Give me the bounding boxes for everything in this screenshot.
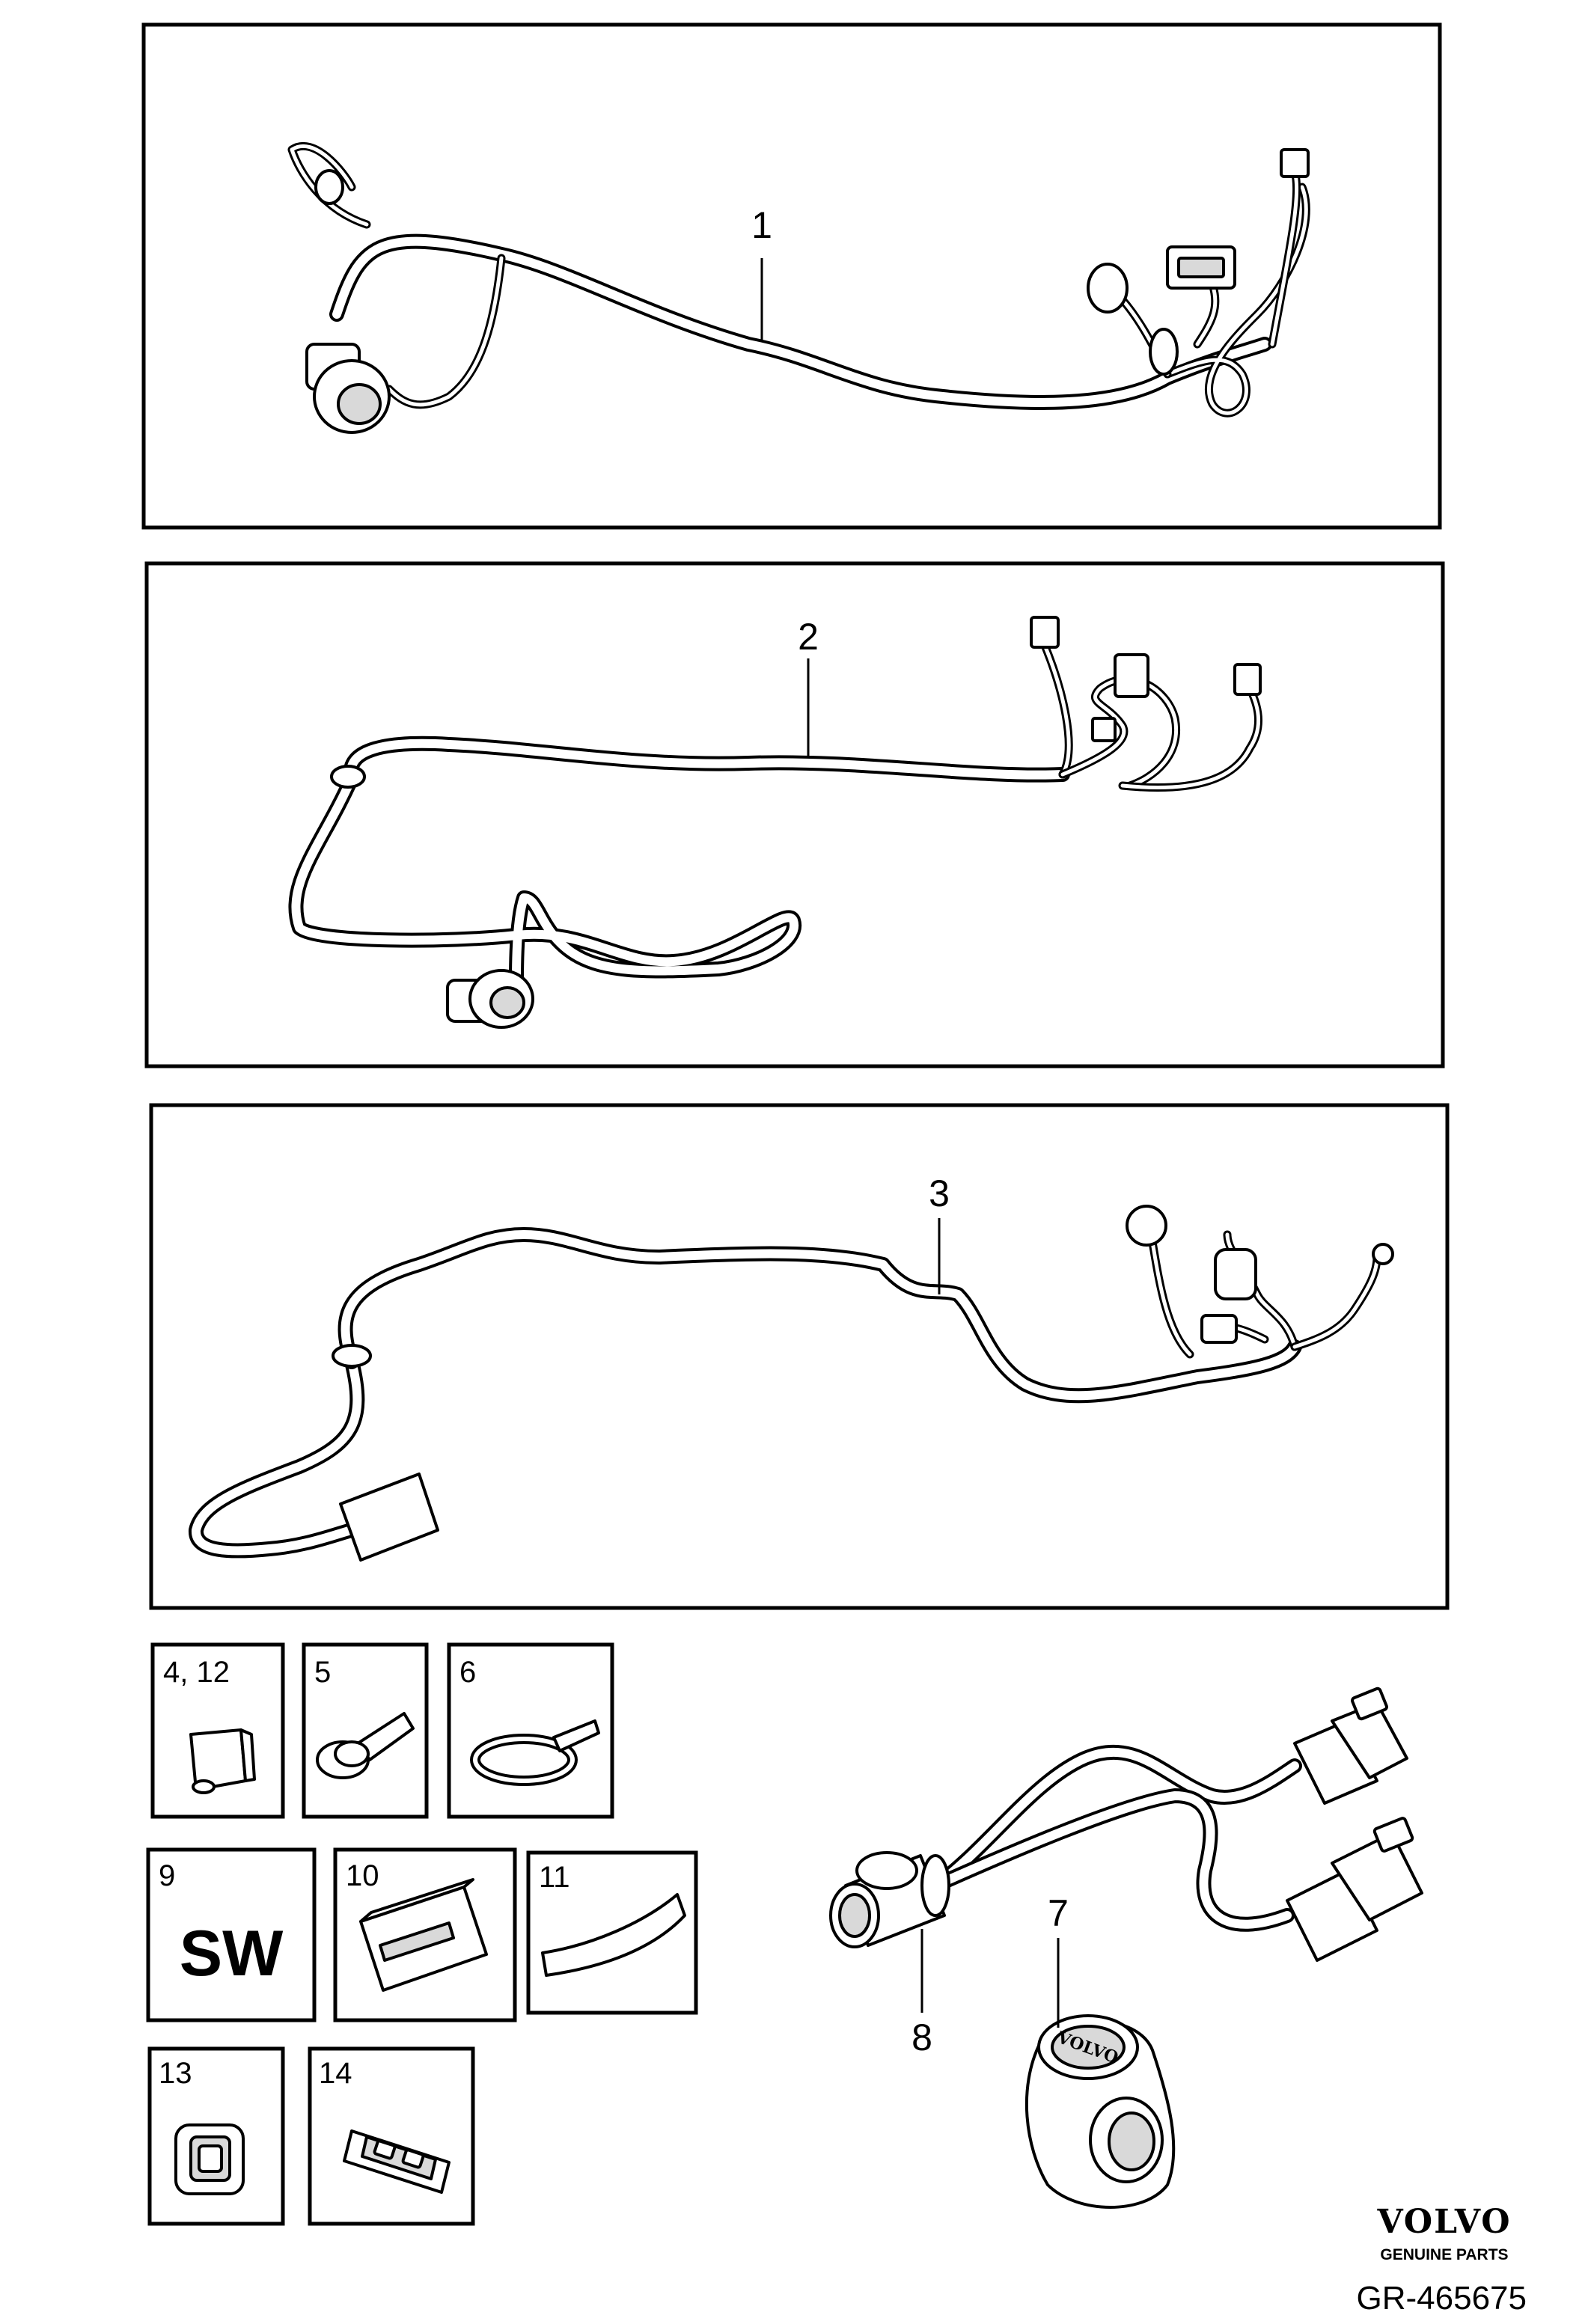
part-frame-13 (147, 2046, 285, 2226)
panel-frame-2 (144, 561, 1445, 1068)
part-frame-5 (302, 1642, 429, 1819)
control-module-part (359, 1878, 488, 1992)
volvo-logo: VOLVO GENUINE PARTS (1376, 2203, 1511, 2263)
rectangular-connector-1 (1166, 245, 1236, 290)
callout-4-12: 4, 12 (163, 1656, 230, 1689)
socket-connector-b (1286, 1817, 1423, 1962)
part-frame-6 (447, 1642, 614, 1819)
plug-connector-2d (1233, 663, 1262, 696)
callout-11: 11 (539, 1861, 570, 1894)
adapter-cable-8: 8 (829, 1687, 1423, 2058)
socket-connector-a (1293, 1687, 1408, 1805)
switch-part-13 (174, 2123, 245, 2195)
part-frame-14 (308, 2046, 475, 2226)
trailer-socket-connector-1 (305, 343, 391, 434)
plug-connector-3b (1372, 1243, 1394, 1265)
plug-connector-2a (1030, 616, 1060, 649)
callout-1: 1 (751, 204, 772, 246)
callout-14: 14 (319, 2057, 352, 2090)
callout-8: 8 (911, 2016, 932, 2058)
drawing-number: GR-465675 (1357, 2280, 1527, 2317)
part-frame-11 (526, 1850, 698, 2015)
round-plug-connector (829, 1851, 950, 1948)
part-box-13: 13 (147, 2046, 285, 2226)
trailer-socket-connector-2 (446, 969, 534, 1029)
logo-brand: VOLVO (1376, 2203, 1511, 2241)
clip-cap-part (189, 1728, 256, 1794)
part-box-5: 5 (302, 1642, 429, 1819)
panel-harness-1: 1 (141, 22, 1442, 530)
connector-block-3 (339, 1473, 439, 1562)
callout-7: 7 (1048, 1892, 1069, 1934)
callout-9: 9 (159, 1859, 175, 1892)
part-box-14: 14 (308, 2046, 475, 2226)
part-box-10: 10 (333, 1847, 517, 2022)
trailer-socket-7: VOLVO 7 (1024, 1892, 1176, 2209)
panel-frame-3 (149, 1103, 1450, 1610)
harness-1 (287, 141, 1310, 434)
callout-5: 5 (314, 1656, 331, 1689)
part-box-6: 6 (447, 1642, 614, 1819)
part-frame-9 (146, 1847, 317, 2022)
callout-6: 6 (459, 1656, 476, 1689)
grommet-2 (330, 765, 366, 789)
grommet-clip-1 (314, 169, 344, 205)
panel-harness-2: 2 (144, 561, 1445, 1068)
round-connector-3 (1126, 1205, 1167, 1247)
callout-3: 3 (929, 1172, 950, 1214)
part-box-4-12: 4, 12 (150, 1642, 285, 1819)
logo-tagline: GENUINE PARTS (1380, 2246, 1508, 2263)
plug-connector-1 (1280, 148, 1310, 178)
plug-connector-2b (1114, 653, 1149, 698)
switch-panel-part-14 (343, 2129, 451, 2194)
grommet-3 (332, 1344, 372, 1368)
callout-13: 13 (159, 2057, 192, 2090)
adhesive-strip-part (541, 1893, 686, 1977)
plug-connector-2c (1091, 717, 1117, 742)
software-label: SW (180, 1918, 284, 1990)
part-box-11: 11 (526, 1850, 698, 2015)
harness-3 (189, 1205, 1394, 1562)
screw-part (316, 1712, 415, 1779)
part-box-9: 9 SW (146, 1847, 317, 2022)
part-frame-4-12 (150, 1642, 285, 1819)
callout-10: 10 (346, 1859, 379, 1892)
panel-frame-1 (141, 22, 1442, 530)
cable-tie-part (470, 1719, 600, 1786)
callout-2: 2 (798, 616, 819, 658)
part-frame-10 (333, 1847, 517, 2022)
grommet-1 (1149, 328, 1179, 376)
harness-2 (288, 616, 1263, 1029)
bulb-socket-3 (1214, 1248, 1257, 1300)
panel-harness-3: 3 (149, 1103, 1450, 1610)
bulb-socket-1 (1087, 263, 1129, 314)
plug-connector-3a (1200, 1314, 1238, 1344)
